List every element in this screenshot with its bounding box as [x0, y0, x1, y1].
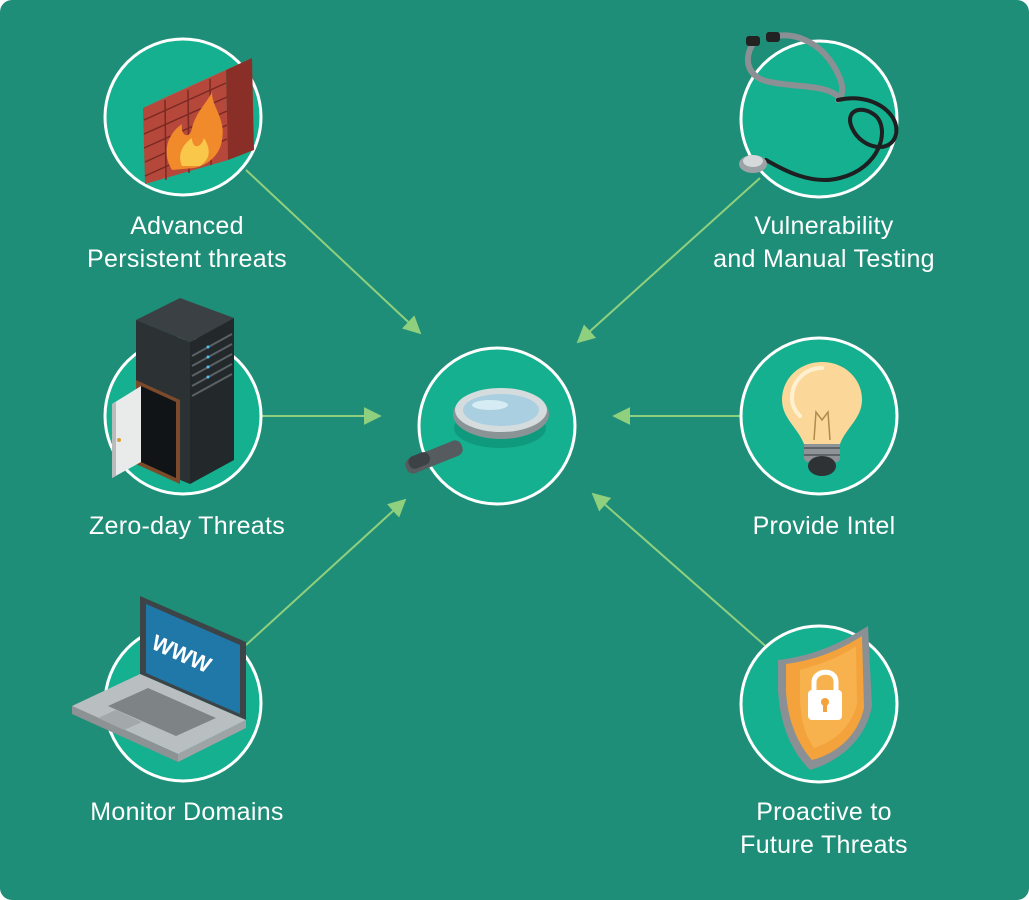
- node-domains: WWW: [72, 596, 263, 783]
- label-intel: Provide Intel: [674, 510, 974, 543]
- label-line: Vulnerability: [754, 212, 894, 240]
- laptop-www-icon: WWW: [72, 596, 246, 762]
- arrow-domains-to-center: [245, 498, 407, 646]
- lightbulb-icon: [782, 362, 862, 476]
- burning-firewall-icon: [143, 58, 254, 184]
- arrow-vuln-to-center: [576, 177, 761, 344]
- label-apt: Advanced Persistent threats: [37, 210, 337, 276]
- node-zero-day: [103, 298, 263, 496]
- label-domains: Monitor Domains: [37, 796, 337, 829]
- node-intel: [739, 336, 899, 496]
- node-proactive: [739, 624, 899, 784]
- node-vuln: [739, 32, 899, 199]
- center-node: [405, 346, 577, 506]
- connectors: [245, 169, 771, 651]
- arrow-proactive-to-center: [591, 492, 771, 651]
- label-zero-day: Zero-day Threats: [37, 510, 337, 543]
- label-line: Monitor Domains: [90, 798, 284, 826]
- shield-lock-icon: [778, 626, 872, 770]
- label-vuln: Vulnerability and Manual Testing: [674, 210, 974, 276]
- label-line: Future Threats: [740, 831, 908, 859]
- magnifying-glass-icon: [405, 388, 549, 474]
- label-line: Zero-day Threats: [88, 512, 286, 540]
- label-line: Proactive to: [756, 798, 892, 826]
- label-line: and Manual Testing: [713, 245, 935, 273]
- label-line: Provide Intel: [752, 512, 896, 540]
- stethoscope-icon: [739, 32, 899, 182]
- label-proactive: Proactive to Future Threats: [674, 796, 974, 862]
- node-apt: [103, 37, 263, 197]
- arrow-apt-to-center: [245, 169, 422, 335]
- label-line: Advanced: [130, 212, 244, 240]
- server-rack-open-door-icon: [112, 298, 234, 484]
- label-line: Persistent threats: [87, 245, 287, 273]
